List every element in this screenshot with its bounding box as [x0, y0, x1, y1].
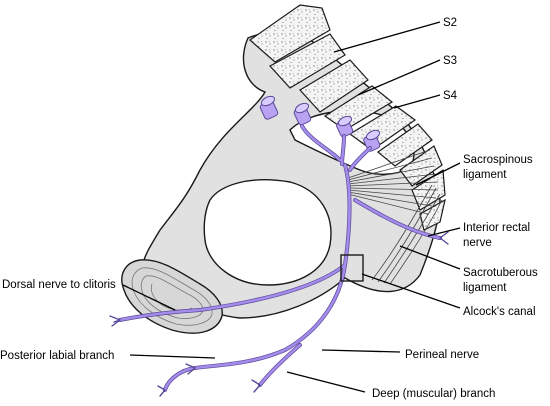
label-sacrospinous-line1: Sacrospinous — [463, 154, 533, 166]
nerve-roots — [259, 95, 381, 152]
label-sacrotuberous-line2: ligament — [463, 282, 507, 294]
label-sacrotuberous-line1: Sacrotuberous — [463, 267, 538, 279]
label-s3: S3 — [443, 55, 457, 67]
label-perineal-nerve: Perineal nerve — [405, 349, 479, 361]
label-alcocks-canal: Alcock's canal — [463, 306, 536, 318]
label-sacrospinous-line2: ligament — [463, 169, 507, 181]
label-inferior-rectal-line2: nerve — [463, 237, 492, 249]
sacrotuberous-ligament — [371, 184, 443, 285]
label-s4: S4 — [443, 90, 458, 102]
sacrum — [249, 4, 446, 231]
alcocks-canal-box — [340, 254, 364, 282]
label-posterior-labial: Posterior labial branch — [0, 350, 114, 362]
label-inferior-rectal-line1: Interior rectal — [463, 222, 530, 234]
label-dorsal-nerve: Dorsal nerve to clitoris — [2, 279, 116, 291]
pudendal-nerve — [109, 124, 449, 397]
sacrospinous-ligament — [347, 149, 439, 215]
label-deep-branch: Deep (muscular) branch — [372, 388, 495, 400]
label-s2: S2 — [443, 17, 457, 29]
leader-lines — [122, 21, 461, 393]
obturator-foramen — [203, 179, 332, 286]
